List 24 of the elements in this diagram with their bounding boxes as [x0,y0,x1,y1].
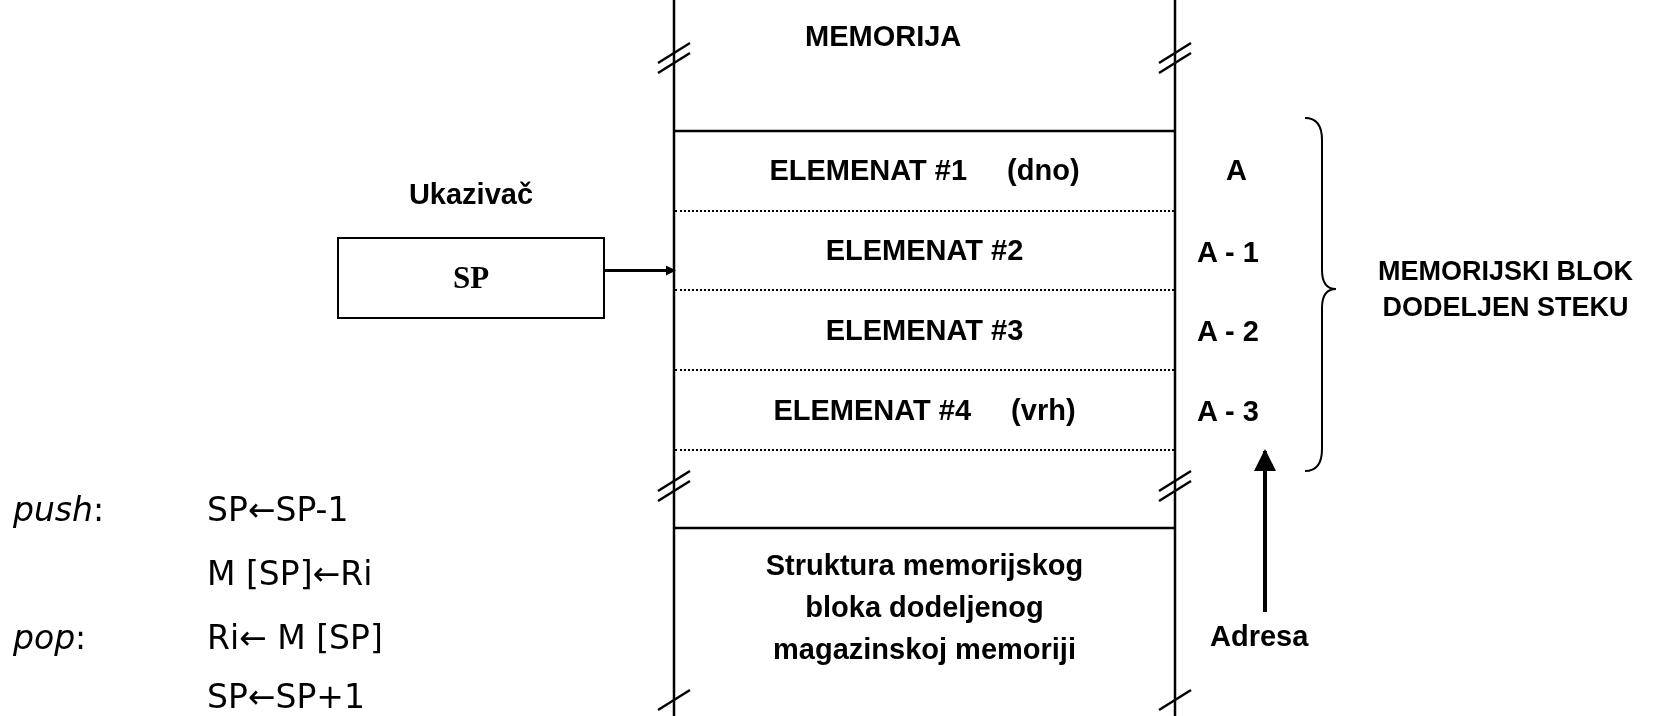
instruction-text: M [SP]←Ri [207,554,373,593]
address-label: A - 2 [1197,315,1259,348]
address-label: A - 1 [1197,236,1259,269]
column-heading: MEMORIJA [805,20,962,53]
description-text: Struktura memorijskog bloka dodeljenog magazinskoj memoriji [764,548,1085,667]
address-label: A - 3 [1197,395,1259,428]
address-label: A [1226,154,1247,187]
instruction-label: pop: [13,618,87,657]
element-label: ELEMENAT #2 [825,234,1024,267]
address-caption: Adresa [1210,620,1309,653]
arrow [605,265,676,276]
element-label: ELEMENAT #4 [773,393,972,427]
brace-label: MEMORIJSKI BLOK DODELJEN STEKU [1377,255,1634,324]
position-note: (dno) [1007,154,1080,187]
instruction-label: push: [13,490,105,529]
element-label: ELEMENAT #1 [769,154,968,187]
pointer-caption: Ukazivač [407,178,535,211]
instruction-text: Ri← M [SP] [207,618,383,657]
arrow [1254,449,1276,612]
instruction-text: SP←SP+1 [207,677,365,716]
position-note: (vrh) [1011,393,1076,427]
instruction-text: SP←SP-1 [207,490,349,529]
element-label: ELEMENAT #3 [825,313,1024,347]
register-box: SP [337,237,605,319]
